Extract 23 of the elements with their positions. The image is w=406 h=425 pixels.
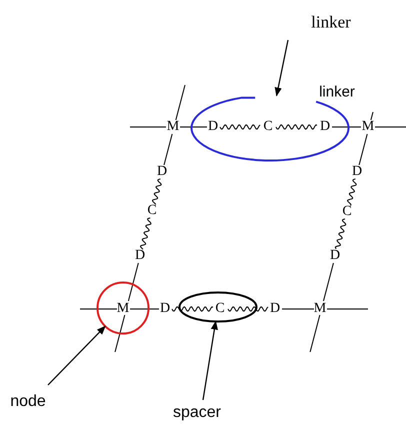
- element-symbol: D: [270, 302, 280, 316]
- arrow: [202, 320, 218, 400]
- element-symbol: D: [208, 120, 218, 134]
- arrow: [274, 40, 289, 96]
- element-symbol: C: [263, 120, 273, 134]
- element-symbol: D: [134, 249, 146, 263]
- element-symbol: C: [215, 302, 225, 316]
- element-symbol: M: [314, 302, 326, 316]
- element-symbol: M: [362, 120, 374, 134]
- element-symbol: M: [166, 120, 180, 134]
- element-symbol: C: [147, 204, 157, 218]
- element-symbol: D: [352, 165, 362, 179]
- callout-text: linker: [319, 84, 355, 100]
- element-symbol: C: [342, 205, 352, 219]
- callout-text: linker: [311, 14, 351, 30]
- element-symbol: D: [330, 249, 340, 263]
- element-symbol: D: [156, 165, 168, 179]
- element-symbol: D: [320, 120, 330, 134]
- arrow: [48, 326, 106, 386]
- callout-text: spacer: [172, 405, 222, 421]
- element-symbol: D: [160, 302, 170, 316]
- callout-text: node: [10, 394, 46, 410]
- element-symbol: M: [116, 302, 130, 316]
